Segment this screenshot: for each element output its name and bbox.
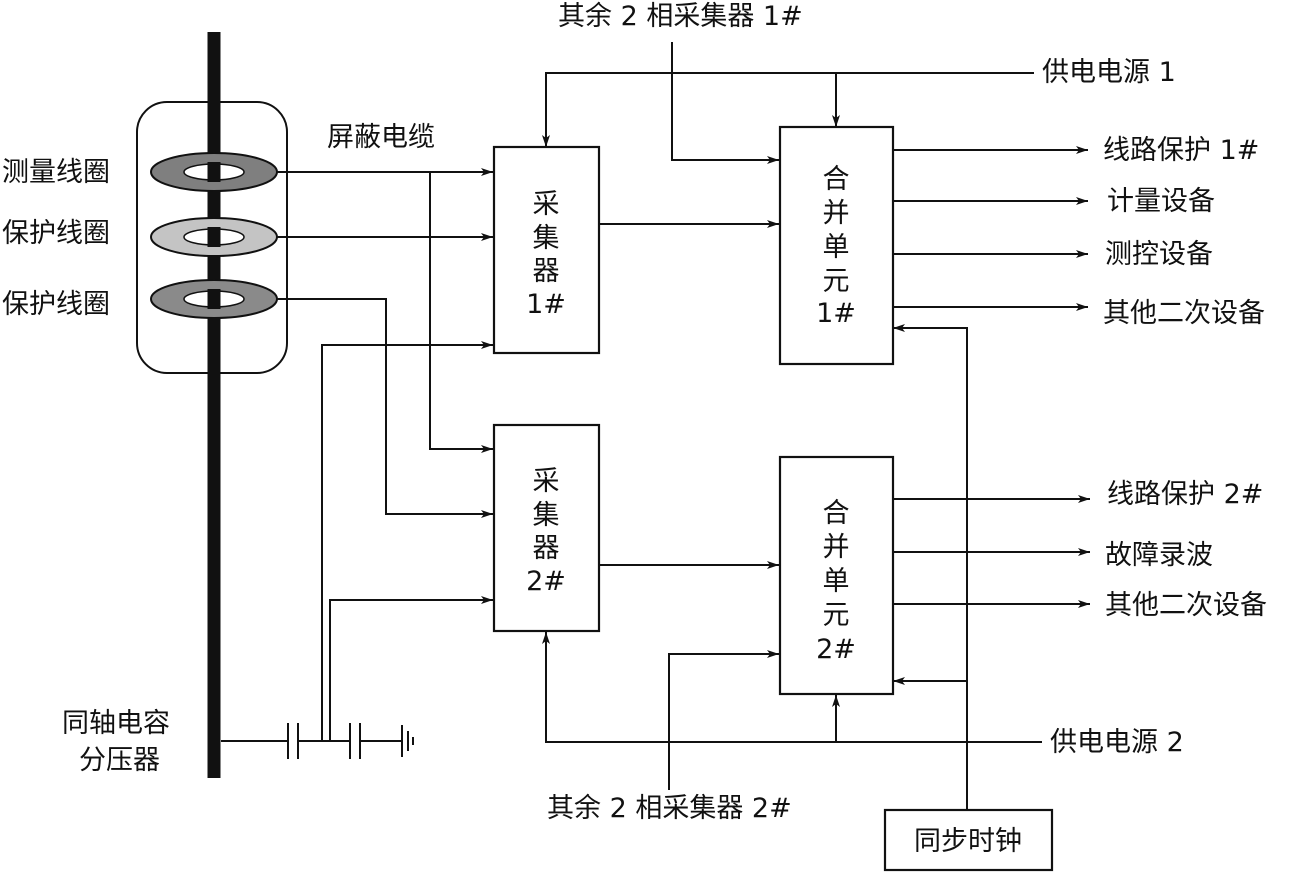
merging-unit-2-box — [778, 455, 895, 696]
merging-1-char-3: 单 — [823, 232, 850, 263]
protect-coil-b-wire — [277, 298, 493, 518]
output-label-other-1: 其他二次设备 — [1103, 298, 1265, 329]
divider-tap-to-collector-2 — [329, 596, 493, 741]
collector-2-char-4: 2# — [526, 566, 566, 597]
label-protect-coil-a: 保护线圈 — [2, 218, 110, 249]
merging-2-char-1: 合 — [823, 498, 850, 529]
output-label-fault-recorder: 故障录波 — [1105, 540, 1213, 571]
coil-protect-b — [150, 279, 278, 319]
merging-2-char-3: 单 — [823, 566, 850, 597]
coil-measure — [150, 152, 278, 192]
capacitor-divider — [221, 723, 414, 759]
collector-2-box — [492, 423, 601, 633]
merging-1-char-5: 1# — [816, 298, 856, 329]
label-measure-coil: 测量线圈 — [2, 157, 110, 188]
output-label-line-protection-2: 线路保护 2# — [1107, 479, 1263, 510]
other-phases-1-wire — [671, 42, 779, 164]
label-power-supply-2: 供电电源 2 — [1050, 727, 1184, 758]
label-sync-clock: 同步时钟 — [914, 826, 1022, 857]
power-2-main-wire — [542, 632, 1042, 743]
label-shield-cable: 屏蔽电缆 — [327, 122, 435, 153]
output-label-other-2: 其他二次设备 — [1105, 590, 1267, 621]
label-other-phases-collector-1: 其余 2 相采集器 1# — [558, 1, 803, 32]
collector-2-char-3: 器 — [533, 533, 560, 564]
collector-1-char-4: 1# — [526, 289, 566, 320]
output-label-line-protection-1: 线路保护 1# — [1103, 135, 1259, 166]
merging-1-char-1: 合 — [823, 164, 850, 195]
merging-1-char-4: 元 — [823, 266, 850, 297]
shield-branch-to-collector-2 — [429, 172, 493, 453]
power-1-main-wire — [542, 72, 1034, 147]
sync-clock-to-merging-1 — [893, 324, 968, 810]
other-phases-2-wire — [668, 650, 779, 790]
merging-2-char-5: 2# — [816, 634, 856, 665]
collector-2-char-1: 采 — [533, 466, 560, 497]
collector-1-char-2: 集 — [533, 223, 560, 254]
label-other-phases-collector-2: 其余 2 相采集器 2# — [547, 793, 792, 824]
label-divider-line2: 分压器 — [79, 745, 160, 776]
output-label-metering: 计量设备 — [1107, 186, 1215, 217]
merging-unit-1-box — [778, 125, 895, 366]
merging-2-char-4: 元 — [823, 600, 850, 631]
label-divider-line1: 同轴电容 — [62, 708, 170, 739]
merging-2-char-2: 并 — [823, 532, 850, 563]
sync-clock-box — [883, 808, 1054, 872]
output-label-measure-control: 测控设备 — [1105, 239, 1213, 270]
collector-1-char-1: 采 — [533, 189, 560, 220]
collector-2-char-2: 集 — [533, 500, 560, 531]
collector-1-char-3: 器 — [533, 256, 560, 287]
label-protect-coil-b: 保护线圈 — [2, 289, 110, 320]
coil-protect-a — [150, 217, 278, 257]
divider-tap-to-collector-1 — [321, 341, 493, 741]
label-power-supply-1: 供电电源 1 — [1042, 57, 1176, 88]
merging-1-char-2: 并 — [823, 198, 850, 229]
